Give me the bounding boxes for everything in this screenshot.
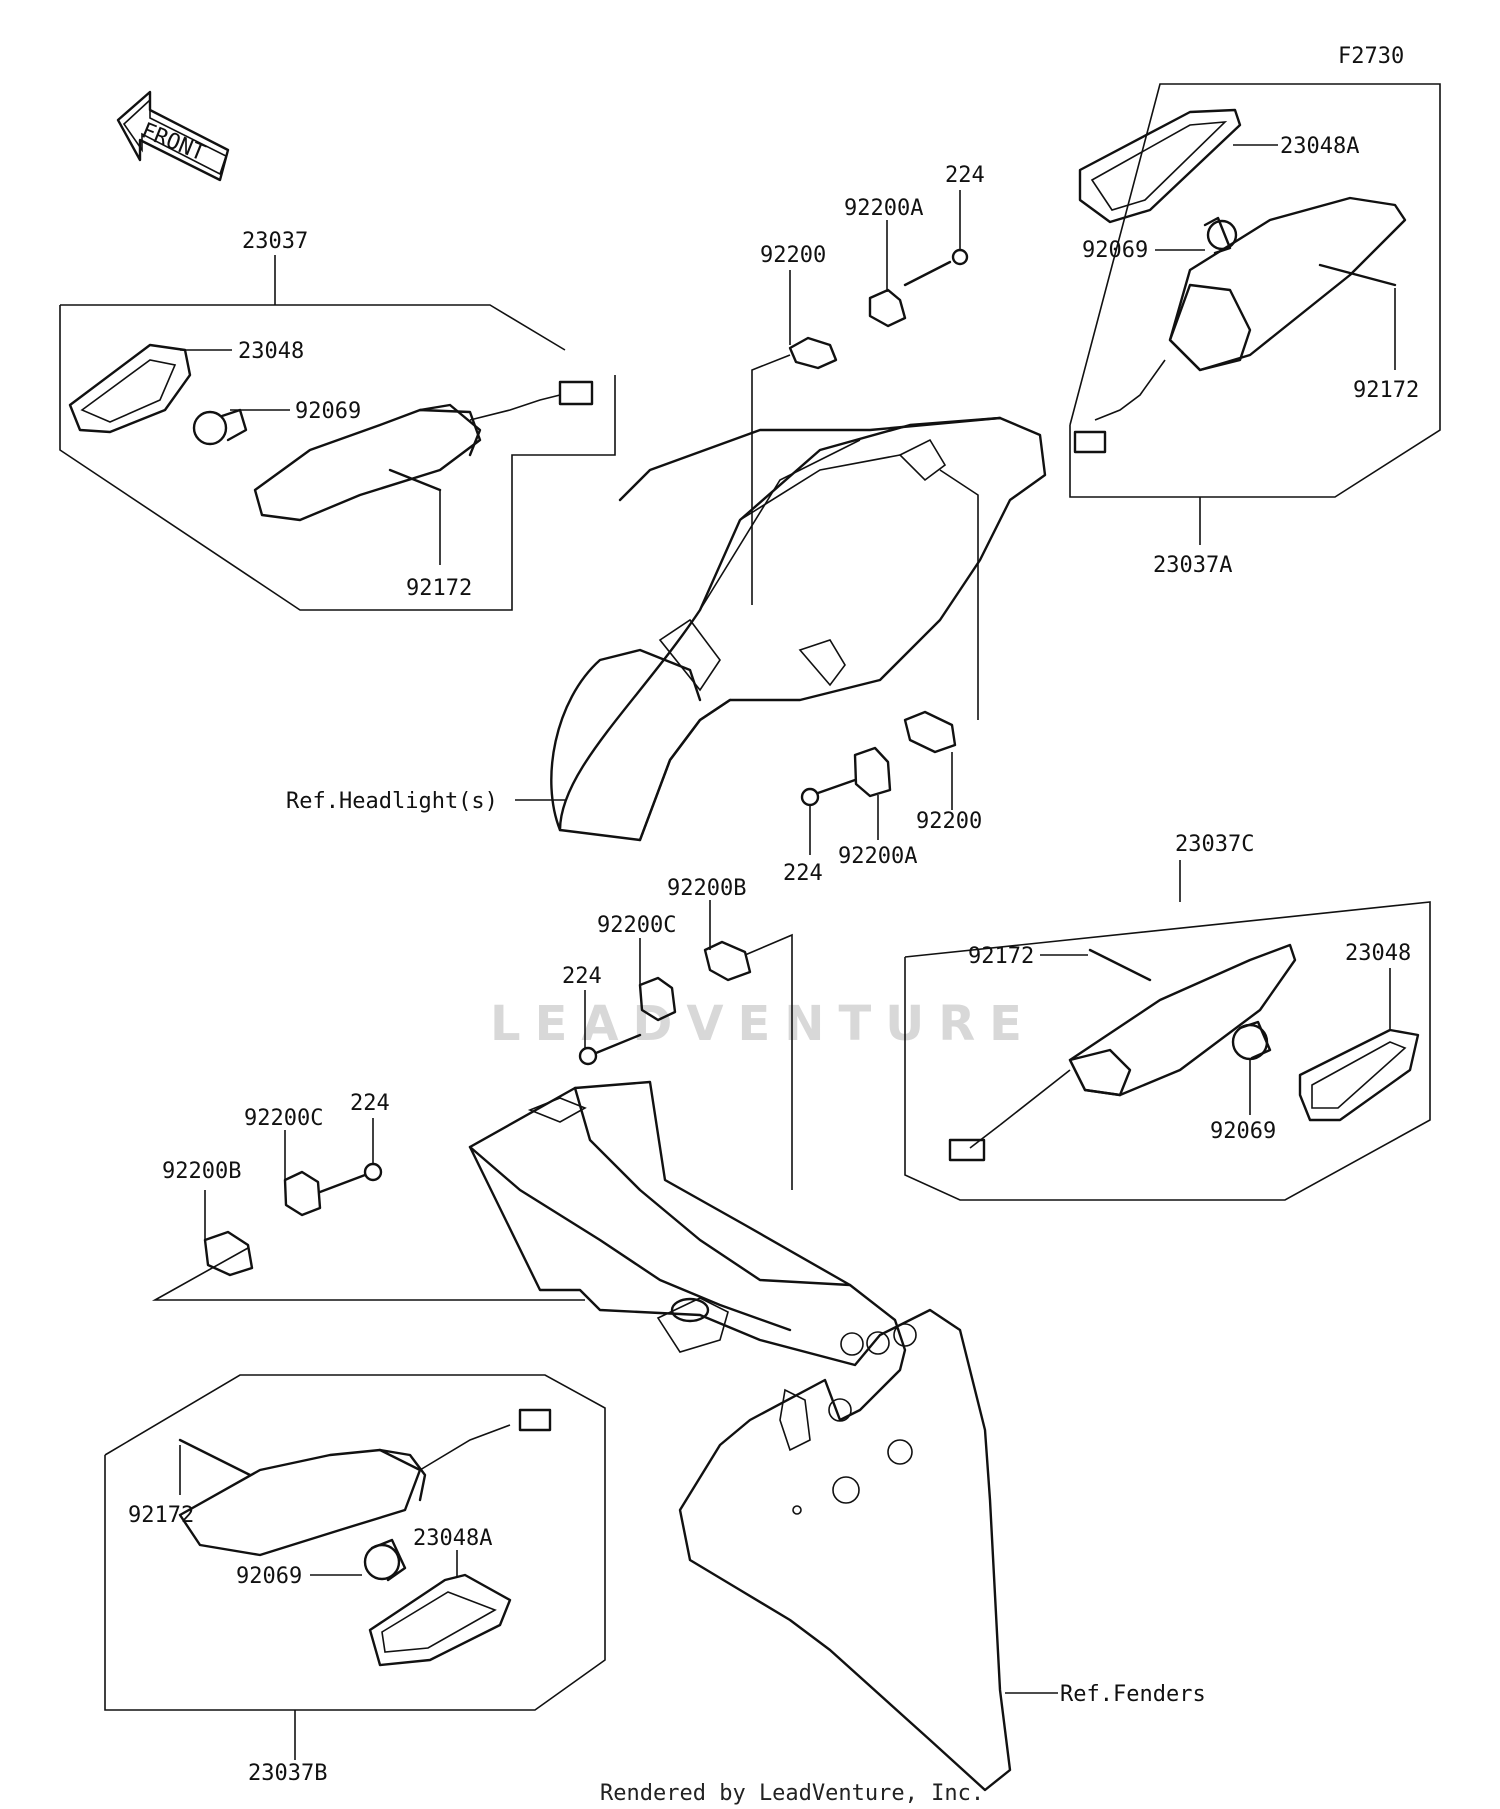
label-92069-middle-right: 92069	[1210, 1119, 1276, 1144]
headlight-cowl	[550, 416, 1047, 842]
label-92200A-upper: 92200A	[844, 196, 923, 221]
label-92200C-upper: 92200C	[597, 913, 676, 938]
mount-hardware-lower: 224 92200A 92200	[783, 710, 982, 886]
front-label: FRONT	[138, 118, 209, 166]
label-92200-lower: 92200	[916, 809, 982, 834]
label-23048: 23048	[238, 339, 304, 364]
label-23037C: 23037C	[1175, 832, 1254, 857]
label-23048A-top: 23048A	[1280, 134, 1359, 159]
label-92172-middle-right: 92172	[968, 944, 1034, 969]
label-224-lower: 224	[783, 861, 823, 886]
footer-credit: Rendered by LeadVenture, Inc.	[600, 1781, 984, 1806]
label-92200-upper: 92200	[760, 243, 826, 268]
label-23048-middle-right: 23048	[1345, 941, 1411, 966]
mount-hardware-rear-upper: 92200B 92200C 224	[562, 876, 793, 1190]
watermark: LEADVENTURE	[490, 996, 1036, 1052]
front-arrow-icon: FRONT	[116, 90, 230, 182]
turn-signal-assembly-23037A: 23048A 92069 92172 23037A	[1069, 83, 1441, 578]
label-23037: 23037	[242, 229, 308, 254]
label-92200B-upper: 92200B	[667, 876, 746, 901]
label-23037A: 23037A	[1153, 553, 1232, 578]
mount-hardware-rear-lower: 92200C 224 92200B	[151, 1091, 585, 1301]
label-23048A-bottom: 23048A	[413, 1526, 492, 1551]
ref-headlight: Ref.Headlight(s)	[286, 789, 498, 814]
label-224-rear-lower: 224	[350, 1091, 390, 1116]
ref-fenders: Ref.Fenders	[1060, 1682, 1206, 1707]
label-92200A-lower: 92200A	[838, 844, 917, 869]
label-92069-bottom-left: 92069	[236, 1564, 302, 1589]
turn-signal-assembly-23037C: 23037C 92172 23048 92069	[904, 832, 1431, 1201]
label-92200C-lower: 92200C	[244, 1106, 323, 1131]
label-92069-top-right: 92069	[1082, 238, 1148, 263]
turn-signal-assembly-23037: 23037 23048 92069 92172	[59, 229, 616, 611]
label-92200B-lower: 92200B	[162, 1159, 241, 1184]
mount-hardware-upper: 92200 92200A 224	[760, 163, 985, 370]
label-224-upper: 224	[945, 163, 985, 188]
label-23037B: 23037B	[248, 1761, 327, 1786]
turn-signal-assembly-23037B: 92172 23048A 92069 23037B	[104, 1374, 606, 1786]
label-92172-bottom-left: 92172	[128, 1503, 194, 1528]
label-92172-top-right: 92172	[1353, 378, 1419, 403]
label-224-rear-upper: 224	[562, 964, 602, 989]
label-92069: 92069	[295, 399, 361, 424]
rear-fender	[468, 1080, 1012, 1792]
label-92172: 92172	[406, 576, 472, 601]
figure-code: F2730	[1338, 44, 1404, 69]
